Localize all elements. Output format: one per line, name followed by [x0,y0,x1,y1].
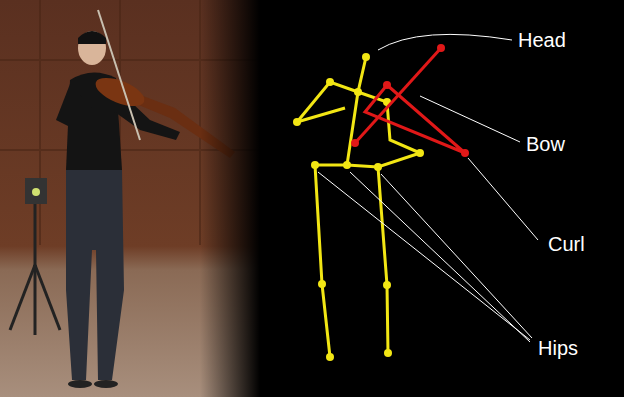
skeleton [297,57,420,357]
part-label: Curl [546,232,587,256]
part-label: Bow [524,132,567,156]
bow-lines [355,48,465,153]
leader-lines [318,34,538,342]
part-label: Head [516,28,568,52]
part-label: Hips [536,336,580,360]
photo [0,0,260,397]
